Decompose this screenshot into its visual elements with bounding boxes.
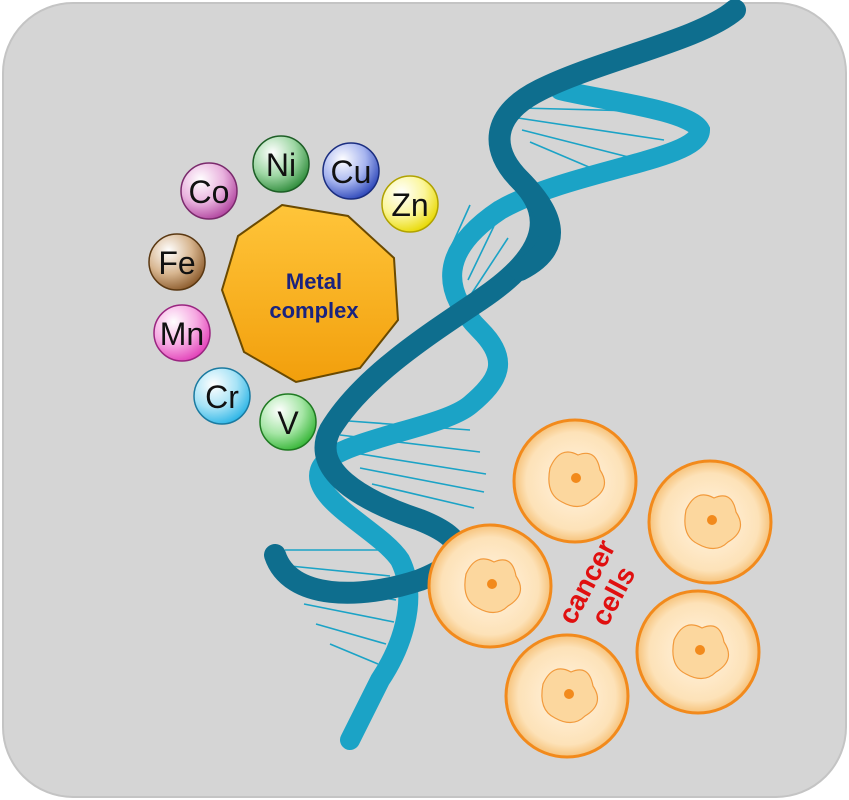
- cancer-cell: [504, 633, 630, 759]
- svg-text:Fe: Fe: [158, 245, 195, 281]
- dna-strand-light: [309, 80, 711, 750]
- element-badge-mn: Mn: [153, 304, 211, 362]
- element-badge-cu: Cu: [322, 142, 380, 200]
- cancer-cell: [427, 523, 553, 649]
- element-badge-ni: Ni: [252, 135, 310, 193]
- element-badge-zn: Zn: [381, 175, 439, 233]
- svg-text:Ni: Ni: [266, 147, 296, 183]
- svg-text:Zn: Zn: [391, 187, 428, 223]
- svg-text:Cu: Cu: [331, 154, 372, 190]
- cancer-cell: [512, 418, 638, 544]
- svg-text:V: V: [277, 405, 299, 441]
- metal-complex-label-line1: Metal: [286, 269, 342, 294]
- metal-complex-label-line2: complex: [269, 298, 359, 323]
- svg-text:Co: Co: [189, 174, 230, 210]
- element-badges: Co Ni Cu Zn Fe Mn Cr V: [148, 135, 439, 451]
- cancer-cell: [647, 459, 773, 585]
- element-badge-cr: Cr: [193, 367, 251, 425]
- element-badge-fe: Fe: [148, 233, 206, 291]
- svg-text:Mn: Mn: [160, 316, 204, 352]
- cancer-cells-cluster: cancer cells: [427, 418, 773, 759]
- element-badge-v: V: [259, 393, 317, 451]
- cancer-cell: [635, 589, 761, 715]
- element-badge-co: Co: [180, 162, 238, 220]
- svg-text:Cr: Cr: [205, 379, 239, 415]
- metal-complex-octagon: Metal complex: [220, 203, 400, 384]
